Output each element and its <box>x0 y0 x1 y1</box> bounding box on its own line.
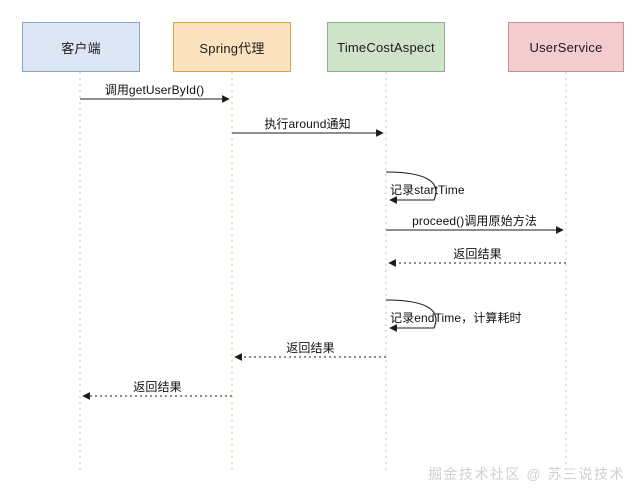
message-label-m4: proceed()调用原始方法 <box>412 214 537 228</box>
participant-box-service[interactable]: UserService <box>508 22 624 72</box>
message-label-m1: 调用getUserById() <box>104 83 205 97</box>
message-arrow-m3 <box>385 171 437 204</box>
message-label-m2: 执行around通知 <box>264 117 351 131</box>
message-label-m6: 记录endTime，计算耗时 <box>390 311 522 325</box>
messages-group <box>80 95 566 400</box>
watermark: 掘金技术社区 @ 苏三说技术 <box>428 466 625 482</box>
lifelines-group <box>79 72 567 470</box>
message-arrow-m6 <box>385 299 437 332</box>
message-label-m8: 返回结果 <box>133 380 182 394</box>
participant-box-client[interactable]: 客户端 <box>22 22 140 72</box>
participant-box-proxy[interactable]: Spring代理 <box>173 22 291 72</box>
message-label-m3: 记录startTime <box>390 183 465 197</box>
message-label-m7: 返回结果 <box>286 341 335 355</box>
message-label-m5: 返回结果 <box>453 247 502 261</box>
participant-box-aspect[interactable]: TimeCostAspect <box>327 22 445 72</box>
